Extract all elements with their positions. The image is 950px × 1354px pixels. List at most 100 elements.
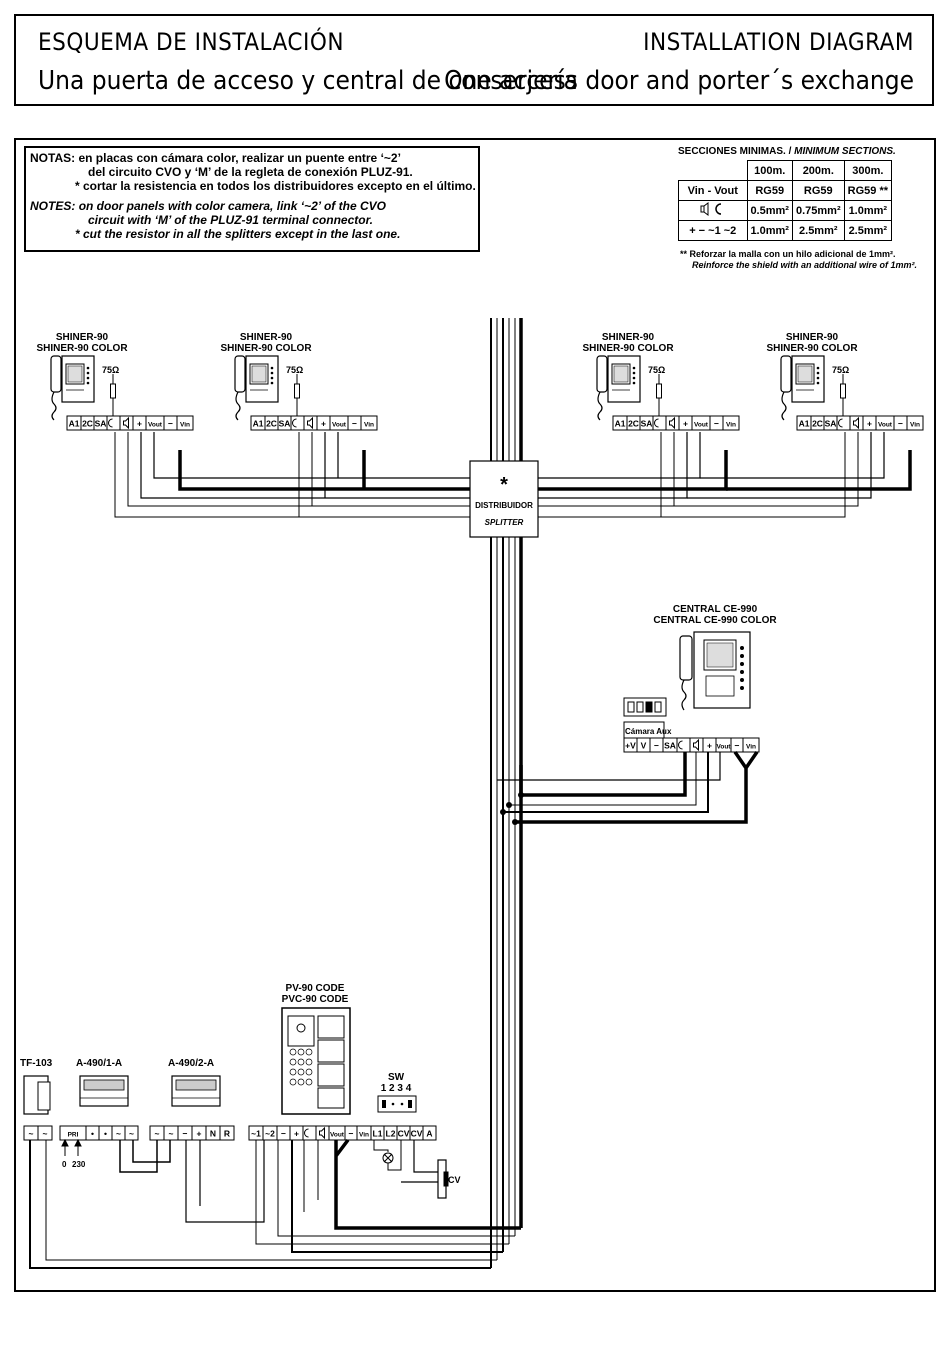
pv-model-color: PVC-90 CODE — [281, 994, 349, 1005]
mic-icon — [292, 418, 297, 428]
tf-terminal-label: ~ — [43, 1129, 48, 1139]
sec-cell: RG59 — [791, 180, 845, 201]
sec-cell: 2.5mm² — [843, 220, 893, 241]
monitor-cell — [665, 415, 680, 431]
sw-label: SW 1 2 3 4 — [376, 1072, 416, 1094]
speaker-icon — [669, 416, 675, 430]
mic-icon — [304, 1128, 309, 1138]
central-cell — [689, 737, 704, 753]
a2-cell — [219, 1125, 235, 1141]
resistor-2 — [294, 373, 300, 419]
monitor-3-label: SHINER-90 SHINER-90 COLOR — [572, 332, 684, 354]
tf-cell — [37, 1125, 53, 1141]
sec-cell: RG59 — [746, 180, 793, 201]
subtitle-es: Una puerta de acceso y central de conser… — [38, 66, 578, 96]
monitor-cell — [176, 415, 194, 431]
sections-footnote: ** Reforzar la malla con un hilo adicion… — [680, 249, 917, 271]
speaker-icon — [319, 1126, 325, 1140]
monitor-terminal-label: 2C — [82, 419, 93, 429]
a1-label: A-490/1-A — [76, 1058, 123, 1069]
central-terminal-label: +V — [625, 741, 636, 751]
header-frame — [14, 14, 934, 106]
pv-terminal-label: ~2 — [265, 1129, 275, 1139]
central-device — [679, 631, 751, 711]
notes-es-label: NOTAS: — [30, 151, 76, 165]
notes-es-line2: del circuito CVO y ‘M’ de la regleta de … — [88, 165, 413, 179]
subtitle-en: One access door and porter´s exchange — [444, 66, 914, 96]
central-terminal-label: − — [654, 741, 659, 751]
notes-es-line3: * cortar la resistencia en todos los dis… — [75, 179, 476, 193]
sec-header-300: 300m. — [843, 160, 893, 181]
notes-en-line3: * cut the resistor in all the splitters … — [75, 227, 401, 241]
sections-title-en: MINIMUM SECTIONS. — [794, 146, 896, 157]
a1-terminal-label: PRI — [68, 1132, 79, 1139]
central-cell — [742, 737, 760, 753]
pv-terminal-label: A — [426, 1129, 432, 1139]
sec-cell: 1.0mm² — [746, 220, 793, 241]
pri-0-label: 0 — [62, 1160, 67, 1169]
monitor-terminal-label: − — [352, 419, 357, 429]
sec-cell: 2.5mm² — [791, 220, 845, 241]
a2-terminal-label: − — [183, 1129, 188, 1139]
notes-en-line2: circuit with ‘M’ of the PLUZ-91 terminal… — [88, 213, 373, 227]
monitor-terminal-label: SA — [641, 419, 653, 429]
central-terminal-label: + — [707, 741, 712, 751]
notes-en-label: NOTES: — [30, 199, 76, 213]
a2-device — [171, 1075, 221, 1107]
mic-icon — [838, 418, 843, 428]
sec-cell: 1.0mm² — [843, 200, 893, 221]
aux-camera-label: Cámara Aux — [625, 727, 672, 736]
resistor-4-label: 75Ω — [832, 365, 849, 375]
tf-terminal-label: ~ — [29, 1129, 34, 1139]
monitor-cell — [722, 415, 740, 431]
title-en: INSTALLATION DIAGRAM — [643, 28, 914, 56]
sections-table: 100m. 200m. 300m. Vin - Vout RG59 RG59 R… — [678, 160, 893, 241]
resistor-4 — [840, 373, 846, 419]
speaker-mic-icon — [700, 202, 721, 216]
resistor-3 — [656, 373, 662, 419]
monitor-2-model-color: SHINER-90 COLOR — [220, 343, 312, 354]
lock-label: CV — [448, 1175, 461, 1185]
monitor-terminal-label: Vin — [364, 422, 374, 429]
monitor-3-device — [596, 355, 641, 421]
pv-terminal-label: Vin — [359, 1132, 369, 1139]
splitter-label-es: DISTRIBUIDOR — [475, 501, 533, 510]
monitor-2-label: SHINER-90 SHINER-90 COLOR — [210, 332, 322, 354]
central-label: CENTRAL CE-990 CENTRAL CE-990 COLOR — [640, 604, 790, 626]
sections-title-es: SECCIONES MINIMAS. / — [678, 146, 792, 157]
monitor-4-model-color: SHINER-90 COLOR — [766, 343, 858, 354]
splitter-label-en: SPLITTER — [485, 518, 524, 527]
pri-230-label: 230 — [72, 1160, 86, 1169]
a2-terminal-label: N — [210, 1129, 216, 1139]
aux-camera-switch — [623, 697, 667, 717]
diagram-frame — [14, 138, 936, 1292]
monitor-2-model: SHINER-90 — [239, 332, 293, 343]
pv-cell — [422, 1125, 437, 1141]
monitor-terminal-label: 2C — [628, 419, 639, 429]
central-terminal-label: Vout — [717, 744, 732, 751]
monitor-terminal-label: Vout — [694, 422, 709, 429]
central-cables — [497, 751, 759, 825]
pv-cell — [315, 1125, 330, 1141]
a1-terminal-label: • — [104, 1129, 107, 1139]
monitor-3-model-color: SHINER-90 COLOR — [582, 343, 674, 354]
a1-terminal-label: • — [91, 1129, 94, 1139]
resistor-1 — [110, 373, 116, 419]
monitor-cell — [119, 415, 134, 431]
monitor-4-model: SHINER-90 — [785, 332, 839, 343]
monitor-4-label: SHINER-90 SHINER-90 COLOR — [756, 332, 868, 354]
pv-terminal-label: L1 — [373, 1129, 383, 1139]
central-terminal-label: Vin — [746, 744, 756, 751]
a2-terminal-label: ~ — [155, 1129, 160, 1139]
monitor-terminal-label: Vout — [878, 422, 893, 429]
monitor-terminal-label: Vout — [332, 422, 347, 429]
a1-terminal-label: ~ — [129, 1129, 134, 1139]
monitor-terminal-label: + — [137, 419, 142, 429]
mic-icon — [654, 418, 659, 428]
splitter-star: * — [500, 474, 508, 496]
pv-device — [281, 1007, 351, 1115]
monitor-cell — [303, 415, 318, 431]
notes-en-line1: on door panels with color camera, link ‘… — [78, 199, 386, 213]
